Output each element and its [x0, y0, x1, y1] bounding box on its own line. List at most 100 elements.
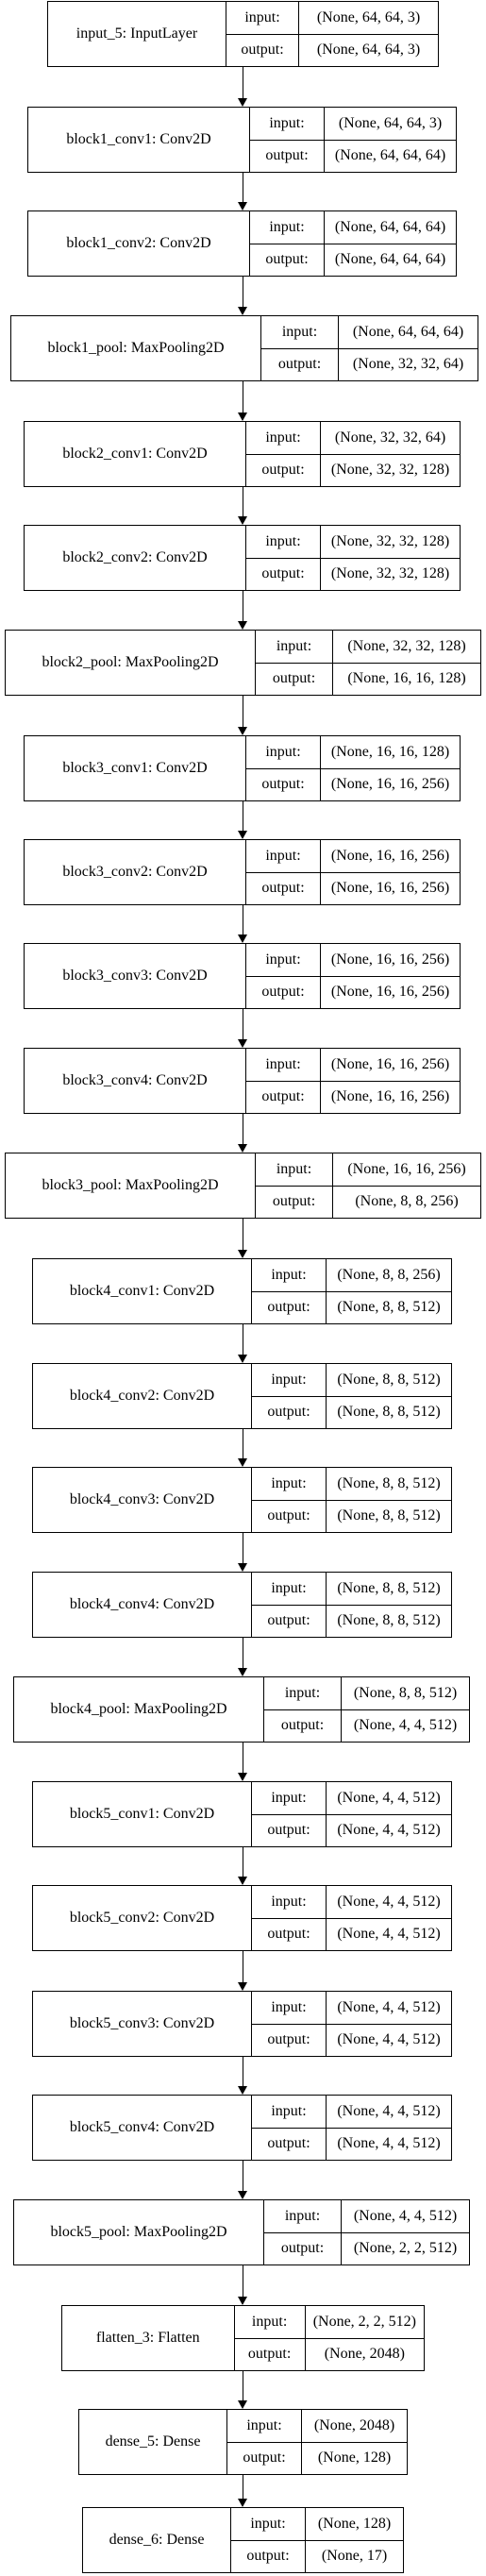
- io-labels: input:output:: [234, 2306, 306, 2370]
- input-label: input:: [246, 944, 320, 977]
- input-label: input:: [246, 840, 320, 873]
- input-shape: (None, 16, 16, 256): [333, 1153, 480, 1187]
- io-labels: input:output:: [256, 631, 333, 695]
- arrow-head: [238, 307, 247, 315]
- io-labels: input:output:: [246, 422, 321, 486]
- shape-values: (None, 16, 16, 256)(None, 16, 16, 256): [321, 840, 460, 904]
- output-shape: (None, 32, 32, 128): [330, 462, 450, 479]
- arrow-head: [238, 1039, 247, 1048]
- output-shape: (None, 8, 8, 512): [337, 1507, 441, 1524]
- shape-values: (None, 16, 16, 256)(None, 16, 16, 256): [321, 944, 460, 1008]
- input-shape: (None, 32, 32, 64): [321, 422, 460, 455]
- input-label: input:: [252, 1468, 326, 1501]
- input-shape: (None, 16, 16, 128): [321, 736, 460, 769]
- io-labels: input:output:: [252, 1573, 327, 1637]
- shape-values: (None, 32, 32, 128)(None, 32, 32, 128): [321, 526, 460, 590]
- input-shape: (None, 16, 16, 256): [321, 840, 460, 873]
- arrow-head: [238, 202, 247, 210]
- output-shape: (None, 17): [321, 2548, 388, 2565]
- output-shape: (None, 8, 8, 512): [337, 1299, 441, 1316]
- output-label: output:: [267, 1926, 310, 1943]
- input-shape: (None, 64, 64, 64): [339, 316, 478, 349]
- io-labels: input:output:: [246, 1049, 321, 1113]
- input-label: input:: [261, 316, 338, 349]
- output-shape: (None, 64, 64, 64): [334, 147, 446, 164]
- layer-name: dense_5: Dense: [79, 2410, 227, 2474]
- io-labels: input:output:: [246, 840, 321, 904]
- input-label: input:: [246, 526, 320, 559]
- shape-values: (None, 8, 8, 256)(None, 8, 8, 512): [327, 1259, 451, 1323]
- input-label: input:: [252, 1364, 326, 1397]
- output-label: output:: [272, 1193, 316, 1210]
- arrow-head: [238, 1250, 247, 1258]
- output-shape: (None, 2048): [324, 2346, 405, 2363]
- output-label: output:: [267, 1507, 310, 1524]
- input-label: input:: [264, 1677, 341, 1710]
- io-labels: input:output:: [252, 1886, 327, 1950]
- arrow-head: [238, 1458, 247, 1467]
- output-label: output:: [267, 1822, 310, 1839]
- output-label: output:: [272, 670, 316, 687]
- input-label: input:: [246, 736, 320, 769]
- layer-name: flatten_3: Flatten: [62, 2306, 235, 2370]
- input-label: input:: [226, 2, 298, 35]
- input-shape: (None, 4, 4, 512): [327, 1886, 451, 1919]
- output-label: output:: [267, 2135, 310, 2152]
- output-label: output:: [277, 356, 322, 373]
- output-label: output:: [246, 2548, 290, 2565]
- shape-values: (None, 64, 64, 64)(None, 32, 32, 64): [339, 316, 478, 380]
- layer-name: block5_conv4: Conv2D: [33, 2096, 252, 2160]
- shape-values: (None, 8, 8, 512) (None, 8, 8, 512): [327, 1468, 451, 1532]
- shape-values: (None, 2, 2, 512) (None, 2048): [305, 2306, 424, 2370]
- arrow-head: [238, 1668, 247, 1676]
- arrow-head: [238, 1355, 247, 1363]
- layer-name: block2_pool: MaxPooling2D: [6, 631, 256, 695]
- input-label: input:: [252, 2096, 326, 2129]
- input-shape: (None, 2, 2, 512): [305, 2306, 424, 2339]
- input-label: input:: [250, 108, 324, 141]
- input-shape: (None, 8, 8, 512): [327, 1468, 451, 1501]
- output-label: output:: [267, 2031, 310, 2048]
- arrow-head: [238, 2086, 247, 2095]
- io-labels: input:output:: [264, 1677, 342, 1742]
- io-labels: input:output:: [246, 944, 321, 1008]
- arrow-head: [238, 2400, 247, 2409]
- input-shape: (None, 128): [306, 2508, 403, 2541]
- shape-values: (None, 4, 4, 512)(None, 4, 4, 512): [327, 1782, 451, 1846]
- output-label: output:: [261, 462, 305, 479]
- layer-name: block5_conv2: Conv2D: [33, 1886, 252, 1950]
- output-label: output:: [261, 1088, 305, 1105]
- input-shape: (None, 2048): [302, 2410, 407, 2443]
- shape-values: (None, 4, 4, 512)(None, 4, 4, 512): [327, 2096, 451, 2160]
- layer-name: block4_pool: MaxPooling2D: [14, 1677, 264, 1742]
- layer-name: block4_conv3: Conv2D: [33, 1468, 252, 1532]
- arrow-head: [238, 2499, 247, 2507]
- input-label: input:: [252, 1782, 326, 1815]
- arrow-head: [238, 2297, 247, 2305]
- input-shape: (None, 4, 4, 512): [327, 2096, 451, 2129]
- shape-values: (None, 16, 16, 128) (None, 16, 16, 256): [321, 736, 460, 800]
- layer-name: dense_6: Dense: [83, 2508, 231, 2572]
- input-shape: (None, 4, 4, 512): [342, 2200, 469, 2233]
- output-shape: (None, 16, 16, 256): [330, 776, 450, 793]
- input-shape: (None, 16, 16, 256): [321, 944, 460, 977]
- layer-name: block3_pool: MaxPooling2D: [6, 1153, 256, 1218]
- layer-name: block4_conv2: Conv2D: [33, 1364, 252, 1428]
- output-label: output:: [267, 1404, 310, 1421]
- input-shape: (None, 32, 32, 128): [321, 526, 460, 559]
- output-label: output:: [267, 1299, 310, 1316]
- input-shape: (None, 4, 4, 512): [327, 1992, 451, 2025]
- layer-name: block2_conv2: Conv2D: [25, 526, 246, 590]
- layer-name: block4_conv4: Conv2D: [33, 1573, 252, 1637]
